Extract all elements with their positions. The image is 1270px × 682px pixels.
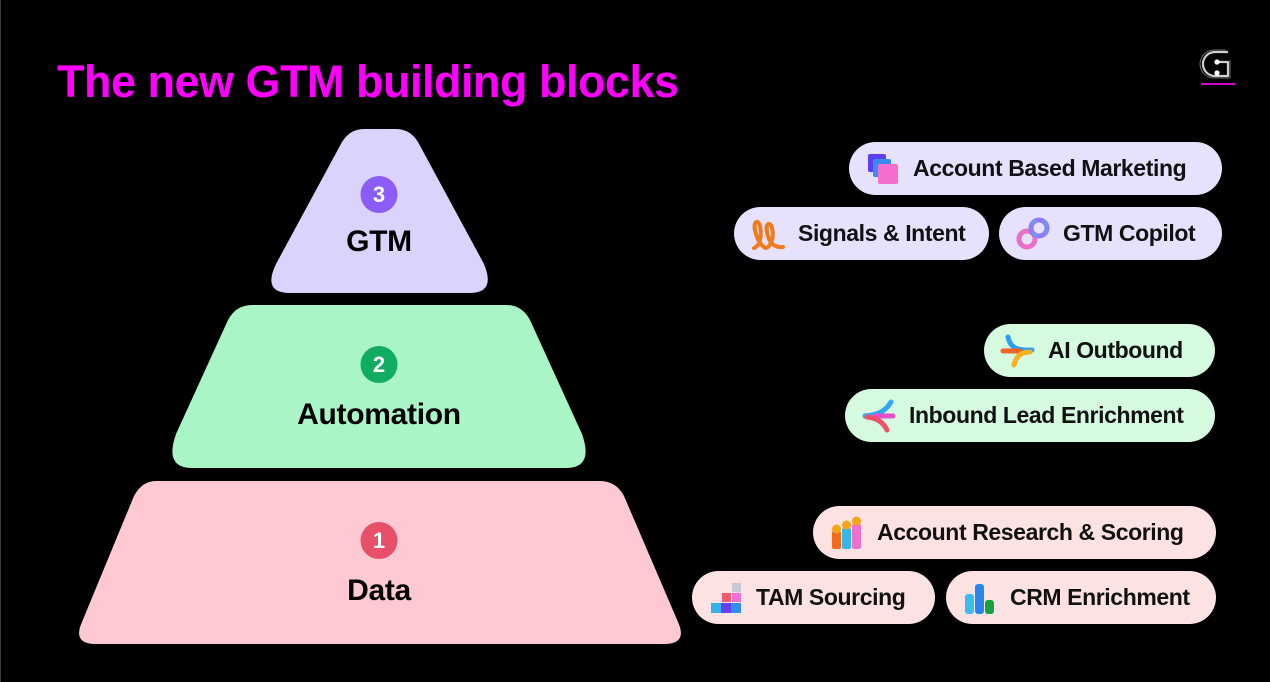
tier-data-label: Data bbox=[347, 574, 411, 607]
block-label: Account Based Marketing bbox=[913, 155, 1187, 181]
block-inbound-lead-enrichment: Inbound Lead Enrichment bbox=[845, 389, 1215, 442]
block-label: Account Research & Scoring bbox=[877, 519, 1184, 545]
outbound-arrows-icon bbox=[1000, 334, 1035, 367]
block-label: GTM Copilot bbox=[1063, 220, 1196, 246]
infinity-rings-icon bbox=[1016, 217, 1050, 249]
g-logo-icon bbox=[1199, 49, 1235, 85]
block-crm-enrichment: CRM Enrichment bbox=[946, 571, 1216, 624]
stacked-blocks-icon bbox=[711, 582, 741, 613]
tier-gtm-badge: 3 bbox=[360, 176, 398, 213]
tier-automation-label: Automation bbox=[297, 398, 461, 431]
block-label: Inbound Lead Enrichment bbox=[909, 402, 1184, 428]
tier-data-shape bbox=[79, 481, 681, 644]
block-tam-sourcing: TAM Sourcing bbox=[692, 571, 935, 624]
tier-data-badge: 1 bbox=[360, 522, 398, 559]
pyramid-diagram bbox=[79, 129, 681, 644]
block-label: TAM Sourcing bbox=[756, 584, 906, 610]
tier-automation-shape bbox=[172, 305, 586, 468]
block-ai-outbound: AI Outbound bbox=[984, 324, 1215, 377]
block-label: AI Outbound bbox=[1048, 337, 1183, 363]
tier-gtm-label: GTM bbox=[346, 225, 412, 258]
tier-automation-badge: 2 bbox=[360, 346, 398, 383]
block-gtm-copilot: GTM Copilot bbox=[999, 207, 1222, 260]
stacked-cards-icon bbox=[868, 153, 898, 184]
page-title: The new GTM building blocks bbox=[57, 56, 679, 107]
block-account-based-marketing: Account Based Marketing bbox=[849, 142, 1222, 195]
people-bars-icon bbox=[832, 516, 861, 549]
inbound-arrows-icon bbox=[862, 399, 896, 432]
signal-loops-icon bbox=[752, 219, 785, 250]
block-label: Signals & Intent bbox=[798, 220, 966, 246]
block-signals-intent: Signals & Intent bbox=[734, 207, 989, 260]
block-label: CRM Enrichment bbox=[1010, 584, 1190, 610]
bar-chart-icon bbox=[965, 583, 994, 614]
block-account-research-scoring: Account Research & Scoring bbox=[813, 506, 1216, 559]
